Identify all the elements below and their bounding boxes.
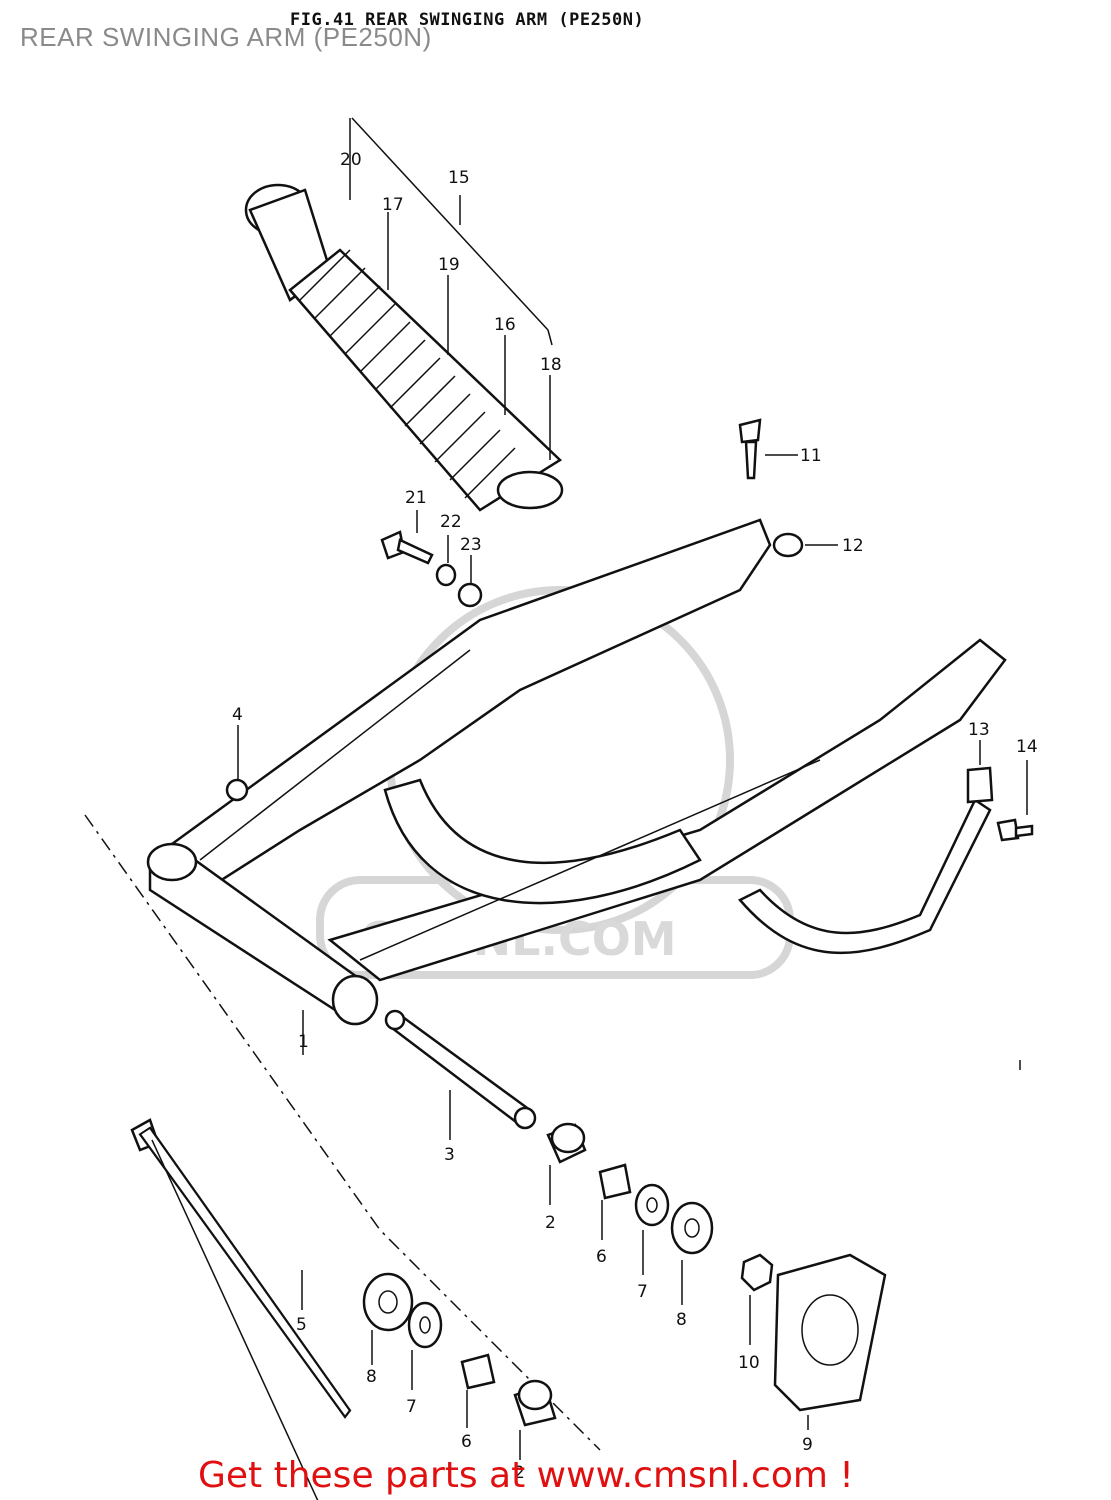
callout-8-upper: 8	[676, 1310, 687, 1330]
callout-13: 13	[968, 720, 990, 740]
callout-9: 9	[802, 1435, 813, 1455]
chain-guide-13[interactable]	[738, 766, 994, 955]
callout-3: 3	[444, 1145, 455, 1165]
callout-20: 20	[340, 150, 362, 170]
callout-23: 23	[460, 535, 482, 555]
spacer-6-lower[interactable]	[460, 1353, 496, 1390]
callout-2-upper: 2	[545, 1213, 556, 1233]
washer-7-upper[interactable]	[634, 1183, 670, 1227]
callout-19: 19	[438, 255, 460, 275]
callout-6-upper: 6	[596, 1247, 607, 1267]
callout-7-lower: 7	[406, 1397, 417, 1417]
callout-21: 21	[405, 488, 427, 508]
dust-seal-8-lower[interactable]	[362, 1272, 414, 1332]
callout-1: 1	[298, 1032, 309, 1052]
callout-7-upper: 7	[637, 1282, 648, 1302]
dust-seal-8-upper[interactable]	[670, 1201, 714, 1255]
plate-9[interactable]	[773, 1253, 887, 1412]
nut-23[interactable]	[457, 582, 483, 608]
grease-nipple-4[interactable]	[225, 778, 249, 802]
callout-2-lower: 2	[514, 1463, 525, 1483]
needle-bearing-2-upper[interactable]	[546, 1122, 587, 1164]
bolt-14[interactable]	[996, 818, 1034, 842]
callout-17: 17	[382, 195, 404, 215]
needle-bearing-2-lower[interactable]	[513, 1379, 557, 1427]
nut-10[interactable]	[740, 1253, 774, 1292]
pivot-bolt-5[interactable]	[130, 1118, 352, 1500]
washer-22[interactable]	[435, 563, 457, 587]
callout-15: 15	[448, 168, 470, 188]
washer-7-lower[interactable]	[407, 1301, 443, 1349]
callout-14: 14	[1016, 737, 1038, 757]
callout-5: 5	[296, 1315, 307, 1335]
callout-4: 4	[232, 705, 243, 725]
figure-title: FIG.41 REAR SWINGING ARM (PE250N)	[290, 10, 645, 30]
callout-22: 22	[440, 512, 462, 532]
page-title: REAR SWINGING ARM (PE250N)	[20, 22, 432, 52]
rear-shock-absorber[interactable]	[244, 183, 564, 512]
callout-16: 16	[494, 315, 516, 335]
bolt-11[interactable]	[738, 418, 762, 480]
spacer-6-upper[interactable]	[598, 1163, 632, 1200]
shop-link-banner[interactable]: Get these parts at www.cmsnl.com !	[198, 1455, 854, 1496]
callout-8-lower: 8	[366, 1367, 377, 1387]
callout-10: 10	[738, 1353, 760, 1373]
callout-12: 12	[842, 536, 864, 556]
callout-6-lower: 6	[461, 1432, 472, 1452]
swinging-arm[interactable]	[146, 518, 1007, 1026]
bolt-21[interactable]	[380, 530, 434, 565]
pivot-sleeve-3[interactable]	[384, 1009, 537, 1130]
spacer-12[interactable]	[772, 532, 804, 558]
callout-11: 11	[800, 446, 822, 466]
callout-18: 18	[540, 355, 562, 375]
